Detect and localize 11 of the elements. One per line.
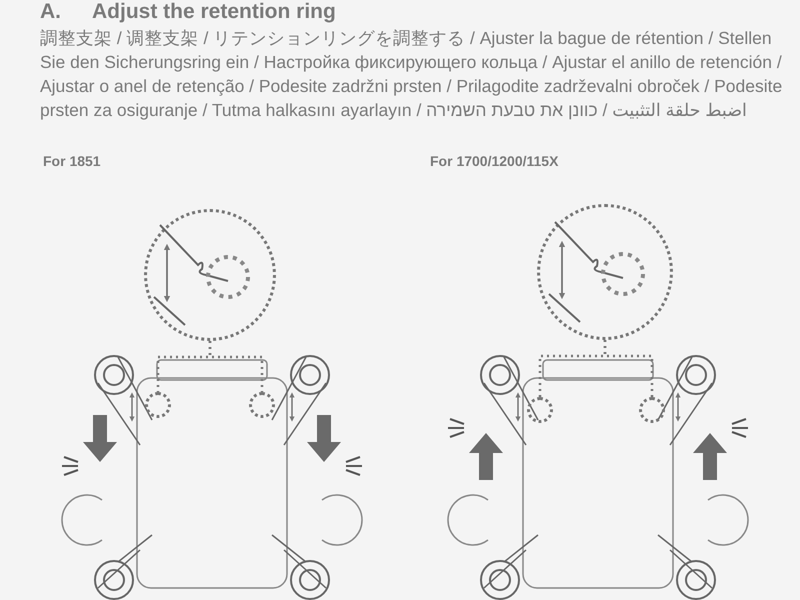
adjustment-point — [527, 397, 553, 423]
adjustment-point — [145, 392, 171, 418]
adjustment-point — [639, 397, 665, 423]
leader-line — [208, 341, 264, 392]
panel-heading: For 1851 — [43, 153, 101, 169]
section-title: Adjust the retention ring — [92, 0, 336, 24]
instruction-text: 調整支架 / 调整支架 / リテンションリングを調整する / Ajuster la bague de rétention / Stellen Sie den Sicherungsring ein / Настройка фиксирующего кольца / Ajustar el anillo de retención / Ajustar o anel de retenção / Podesite zadržni prsten / Prilagodite zadrževalni obroček / Podesite prsten za osiguranje / Tutma halkasını ayarlayın / اضبط حلقة التثبيت / כוונן את טבעת השמירה — [40, 27, 784, 122]
adjustment-point — [249, 392, 275, 418]
leader-line — [604, 340, 654, 397]
panel-heading: For 1700/1200/115X — [430, 153, 558, 169]
section-letter: A. — [40, 0, 61, 24]
